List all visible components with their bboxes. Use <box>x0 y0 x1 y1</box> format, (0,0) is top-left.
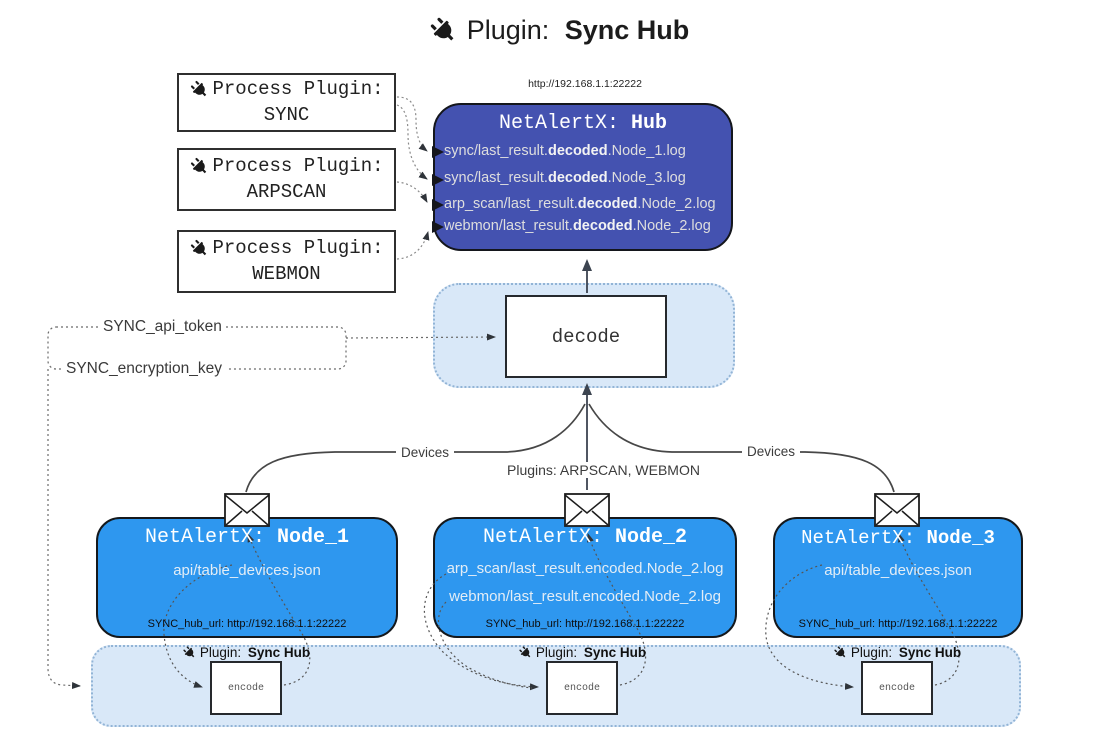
title-prefix: Plugin: <box>466 15 557 45</box>
encoder1-plugin-label: Plugin: Sync Hub <box>156 645 336 660</box>
node3-title: NetAlertX: Node_3 <box>801 527 995 549</box>
node2-title: NetAlertX: Node_2 <box>482 526 688 549</box>
plugins-center-label: Plugins: ARPSCAN, WEBMON <box>502 462 705 478</box>
node1-line: api/table_devices.json <box>173 562 321 579</box>
encoder3-plugin-label: Plugin: Sync Hub <box>807 645 987 660</box>
process-plugin-webmon: Process Plugin: WEBMON <box>177 230 396 293</box>
hub-title-name: Hub <box>631 112 668 135</box>
plug-icon <box>428 15 459 46</box>
node1-box <box>96 517 398 638</box>
sync-encryption-key-label: SYNC_encryption_key <box>62 360 226 378</box>
hub-title: NetAlertX: Hub <box>433 112 733 135</box>
encode1-label: encode <box>227 682 264 694</box>
process-plugin-label: Process Plugin: <box>212 154 384 177</box>
node2-line: webmon/last_result.encoded.Node_2.log <box>449 588 721 605</box>
hub-log-row: arp_scan/last_result.decoded.Node_2.log <box>444 196 716 212</box>
hub-box <box>433 103 733 251</box>
plug-icon <box>189 79 210 100</box>
encode2-label: encode <box>563 682 600 694</box>
process-to-hub-links <box>396 96 430 260</box>
process-plugin-arpscan: Process Plugin: ARPSCAN <box>177 148 396 211</box>
plug-icon <box>833 645 848 660</box>
devices-left-label: Devices <box>396 445 455 460</box>
decode-box <box>505 295 667 378</box>
node1-hub-url: SYNC_hub_url: http://192.168.1.1:22222 <box>147 618 347 630</box>
plug-icon <box>189 156 210 177</box>
process-plugin-sync: Process Plugin: SYNC <box>177 73 396 132</box>
process-plugin-name: ARPSCAN <box>246 180 327 203</box>
hub-log-row: sync/last_result.decoded.Node_1.log <box>444 143 686 159</box>
hub-log-row: sync/last_result.decoded.Node_3.log <box>444 170 686 186</box>
process-plugin-name: WEBMON <box>252 262 321 285</box>
node3-hub-url: SYNC_hub_url: http://192.168.1.1:22222 <box>798 618 998 630</box>
process-plugin-label: Process Plugin: <box>212 77 384 100</box>
process-plugin-arpscan-box <box>177 148 396 211</box>
process-plugin-name: SYNC <box>263 103 310 126</box>
title-name: Sync Hub <box>564 15 690 45</box>
node2-hub-url: SYNC_hub_url: http://192.168.1.1:22222 <box>485 618 685 630</box>
page-title: Plugin: Sync Hub <box>0 15 1117 46</box>
node3-line: api/table_devices.json <box>824 562 972 579</box>
hub-url: http://192.168.1.1:22222 <box>528 78 642 90</box>
hub-log-row: webmon/last_result.decoded.Node_2.log <box>444 218 711 234</box>
node2-line: arp_scan/last_result.encoded.Node_2.log <box>446 560 724 577</box>
hub-title-prefix: NetAlertX: <box>498 112 631 135</box>
plug-icon <box>518 645 533 660</box>
node1-title: NetAlertX: Node_1 <box>144 526 350 549</box>
sync-api-token-label: SYNC_api_token <box>99 318 226 336</box>
encoder2-plugin-label: Plugin: Sync Hub <box>492 645 672 660</box>
process-plugin-label: Process Plugin: <box>212 236 384 259</box>
decode-label: decode <box>551 325 621 348</box>
process-plugin-webmon-box <box>177 230 396 293</box>
devices-right-label: Devices <box>742 444 801 459</box>
plug-icon <box>182 645 197 660</box>
plug-icon <box>189 238 210 259</box>
encode3-label: encode <box>878 682 915 694</box>
process-plugin-sync-box <box>177 73 396 132</box>
